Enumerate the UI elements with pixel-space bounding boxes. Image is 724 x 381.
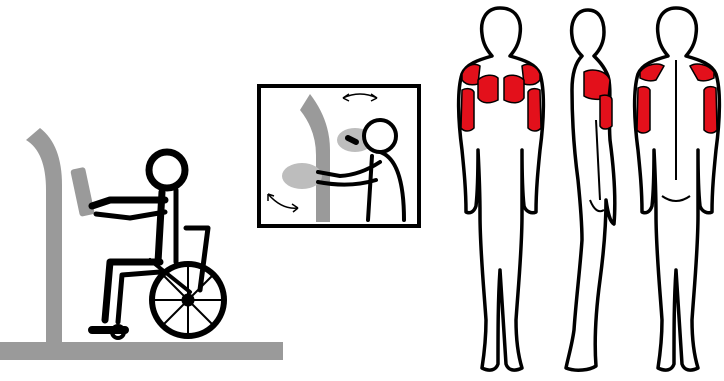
tricep-left <box>637 87 650 133</box>
body-side-outline <box>566 10 615 370</box>
wheelchair-person <box>92 152 185 330</box>
wheelchair-user-scene <box>0 128 283 360</box>
pectoral-right <box>504 75 524 103</box>
ground-plate <box>0 342 283 360</box>
body-side-view <box>566 10 615 370</box>
equipment-post <box>26 128 62 342</box>
inset-person-head <box>364 120 396 152</box>
bicep-left <box>461 89 474 131</box>
muscle-maps <box>459 8 720 370</box>
pectoral-left <box>478 75 498 103</box>
body-front-outline <box>459 8 544 370</box>
person-head <box>149 152 185 188</box>
bicep-side <box>600 95 612 129</box>
equipment-handle <box>70 167 95 217</box>
wheelchair-backrest <box>186 228 208 290</box>
wheelchair <box>112 228 224 338</box>
body-back-view <box>635 8 720 370</box>
person-arm <box>92 200 165 206</box>
detail-inset <box>259 86 419 226</box>
bicep-right <box>528 89 541 131</box>
tricep-right <box>704 87 717 133</box>
body-front-view <box>459 8 544 370</box>
